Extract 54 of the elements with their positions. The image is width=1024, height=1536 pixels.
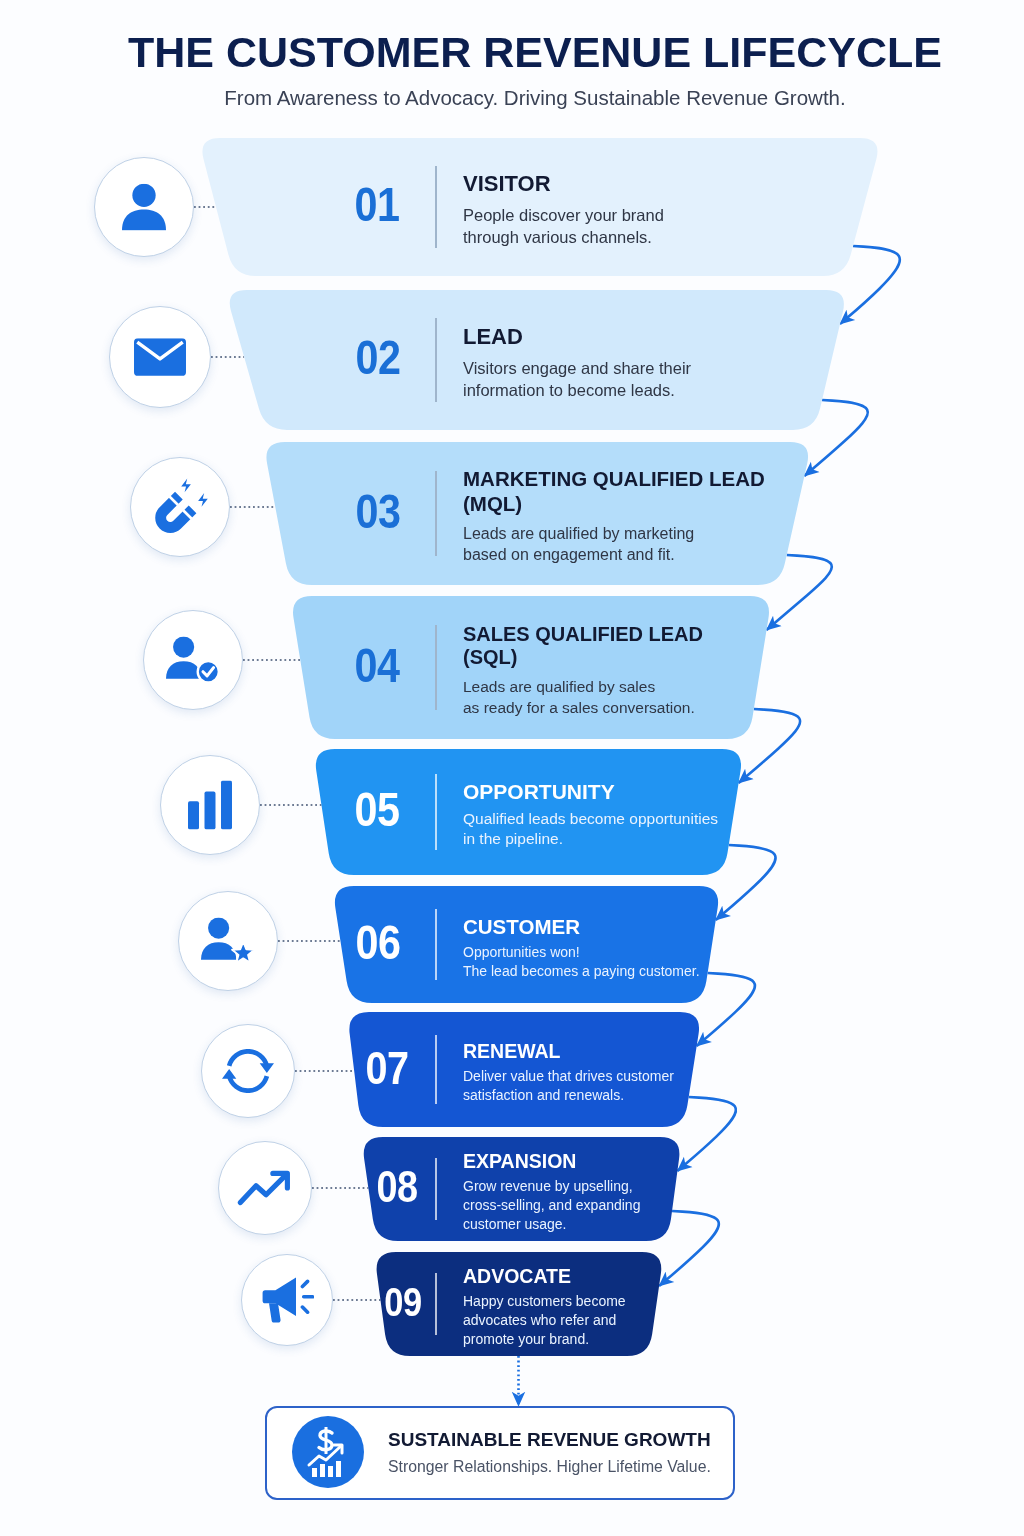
- stage-title: VISITOR: [463, 171, 551, 198]
- funnel-stage: [361, 1137, 682, 1241]
- step-number: 07: [365, 1044, 409, 1091]
- curved-arrow: [839, 244, 902, 325]
- step-number: 04: [354, 641, 400, 690]
- curved-arrow: [737, 707, 802, 784]
- funnel-stage: [347, 1012, 702, 1127]
- page-subtitle: From Awareness to Advocacy. Driving Sustainable Revenue Growth.: [224, 86, 846, 110]
- stage-description: Opportunities won! The lead becomes a paying customer.: [463, 942, 700, 981]
- dotted-leader-line: [311, 1187, 370, 1189]
- curved-arrow: [803, 398, 869, 477]
- dotted-leader-line: [259, 804, 323, 806]
- stage-title: OPPORTUNITY: [463, 779, 615, 805]
- step-number: 01: [354, 181, 400, 229]
- dotted-leader-line: [277, 940, 342, 942]
- funnel-stage: [332, 886, 721, 1003]
- step-number: 06: [355, 918, 401, 967]
- stage-title: MARKETING QUALIFIED LEAD (MQL): [463, 467, 765, 516]
- curved-arrow: [676, 1095, 738, 1172]
- stage-description: Qualified leads become opportunities in the pipeline.: [463, 808, 719, 850]
- stage-description: Leads are qualified by marketing based on engagement and fit.: [463, 523, 695, 566]
- dotted-leader-line: [242, 659, 302, 661]
- curved-arrow: [765, 553, 833, 631]
- stage-title: CUSTOMER: [463, 914, 580, 939]
- dashed-arrow: [511, 1356, 526, 1407]
- dotted-leader-line: [332, 1299, 382, 1301]
- dotted-leader-line: [193, 206, 217, 208]
- step-number: 05: [354, 786, 400, 834]
- stage-description: Visitors engage and share their information to become leads.: [463, 358, 692, 402]
- stage-title: ADVOCATE: [463, 1265, 571, 1289]
- step-number: 08: [376, 1165, 418, 1209]
- funnel-stage: [374, 1252, 664, 1356]
- stage-title: LEAD: [463, 324, 523, 351]
- curved-arrow: [658, 1209, 720, 1287]
- stage-description: Deliver value that drives customer satisfaction and renewals.: [463, 1067, 674, 1105]
- step-number: 09: [384, 1282, 422, 1322]
- summary-title: SUSTAINABLE REVENUE GROWTH: [388, 1429, 711, 1451]
- summary-subtitle: Stronger Relationships. Higher Lifetime Value.: [388, 1458, 711, 1476]
- stage-title: RENEWAL: [463, 1040, 561, 1064]
- page-title: THE CUSTOMER REVENUE LIFECYCLE: [128, 30, 942, 74]
- dotted-leader-line: [294, 1070, 355, 1072]
- summary-box: [265, 1406, 735, 1500]
- funnel-stage: [290, 596, 772, 739]
- stage-description: Leads are qualified by sales as ready for a sales conversation.: [463, 676, 695, 718]
- curved-arrow: [695, 971, 757, 1047]
- funnel-stage: [313, 749, 744, 875]
- stage-description: Grow revenue by upselling, cross-selling, and expanding customer usage.: [463, 1177, 641, 1234]
- step-number: 03: [355, 487, 401, 536]
- stage-title: EXPANSION: [463, 1150, 577, 1174]
- step-number: 02: [355, 334, 401, 382]
- stage-description: Happy customers become advocates who refer and promote your brand.: [463, 1292, 626, 1349]
- stage-title: SALES QUALIFIED LEAD (SQL): [463, 622, 703, 670]
- stage-description: People discover your brand through various channels.: [463, 205, 664, 249]
- curved-arrow: [714, 843, 777, 921]
